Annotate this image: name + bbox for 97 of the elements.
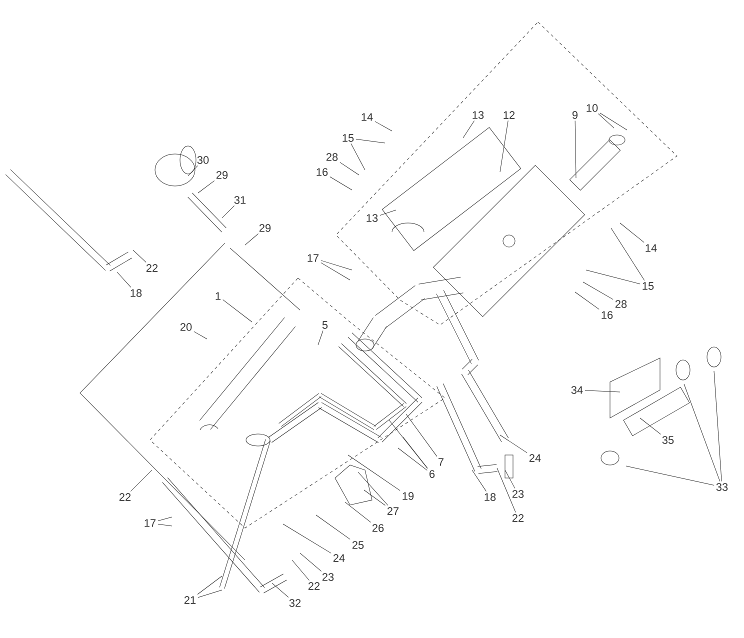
callout-number: 22 <box>512 514 524 522</box>
leader-line <box>574 120 576 178</box>
leader-line <box>600 112 628 130</box>
callout-number: 29 <box>216 171 228 179</box>
leader-line <box>380 210 396 216</box>
leader-line <box>610 228 645 281</box>
callout-number: 16 <box>316 168 328 176</box>
callout-number: 19 <box>402 492 414 500</box>
callout-number: 15 <box>642 282 654 290</box>
callout-number: 22 <box>119 493 131 501</box>
leader-line <box>496 468 516 513</box>
leader-line <box>282 524 332 554</box>
leader-line <box>472 470 486 492</box>
callout-number: 24 <box>333 554 345 562</box>
callout-number: 17 <box>144 519 156 527</box>
callout-number: 28 <box>615 300 627 308</box>
leader-line <box>158 516 172 522</box>
callout-number: 21 <box>184 596 196 604</box>
callout-number: 30 <box>197 156 209 164</box>
callout-number: 6 <box>430 470 435 478</box>
leader-line <box>684 384 720 482</box>
leader-line <box>300 552 322 572</box>
leader-line <box>374 121 392 132</box>
leader-line <box>320 260 352 270</box>
leader-line <box>584 390 620 392</box>
leader-line <box>350 143 366 170</box>
callout-number: 35 <box>662 436 674 444</box>
callout-number: 18 <box>484 493 496 501</box>
callout-number: 34 <box>571 386 583 394</box>
callout-number: 32 <box>289 599 301 607</box>
callout-number: 5 <box>322 321 328 329</box>
leader-line <box>318 330 324 346</box>
leader-line <box>398 448 428 471</box>
leader-line <box>130 470 152 492</box>
callout-number: 14 <box>646 244 657 252</box>
callout-number: 22 <box>146 264 158 272</box>
leader-line <box>356 138 386 144</box>
callout-number: 13 <box>366 214 378 222</box>
leader-line <box>586 270 640 284</box>
callout-number: 10 <box>586 104 598 112</box>
leader-line <box>320 262 350 280</box>
callout-number: 1 <box>216 292 221 300</box>
callout-number: 9 <box>572 111 578 119</box>
callout-number: 26 <box>372 524 384 532</box>
leader-line <box>132 250 146 263</box>
callout-number: 27 <box>387 507 399 515</box>
leader-line <box>340 162 360 176</box>
leader-line <box>500 120 508 172</box>
callout-number: 23 <box>322 573 334 581</box>
leader-line <box>348 454 400 491</box>
leader-line <box>222 299 252 322</box>
leader-line <box>198 180 215 194</box>
leader-line <box>188 165 198 176</box>
leader-line <box>598 113 614 128</box>
callout-number: 15 <box>342 134 354 142</box>
callout-number: 12 <box>504 111 515 119</box>
leader-line <box>197 576 222 595</box>
callout-number: 16 <box>602 311 613 319</box>
callout-number: 24 <box>529 454 541 462</box>
leader-line <box>462 120 475 138</box>
callout-number: 18 <box>130 289 142 297</box>
leader-line <box>330 176 352 190</box>
leader-line <box>198 590 222 598</box>
callout-number: 33 <box>716 483 728 491</box>
leader-line <box>500 434 528 454</box>
leader-line <box>620 222 644 243</box>
leader-line <box>582 282 614 300</box>
leader-line <box>158 524 172 526</box>
leader-line <box>194 331 208 340</box>
leader-line <box>292 560 310 581</box>
callout-number: 29 <box>259 224 271 232</box>
leader-line <box>640 418 662 435</box>
callout-number: 25 <box>352 541 364 549</box>
leader-line <box>244 233 259 246</box>
leader-line <box>402 436 428 469</box>
callout-number: 22 <box>308 582 320 590</box>
callout-number: 28 <box>326 153 338 161</box>
leader-line <box>272 582 289 598</box>
leader-line <box>504 470 516 489</box>
leader-line <box>116 272 132 288</box>
callout-number: 31 <box>234 196 246 204</box>
leader-line <box>364 490 386 506</box>
leader-line <box>574 292 600 310</box>
callout-number: 17 <box>308 254 319 262</box>
callout-number: 23 <box>512 490 524 498</box>
callout-number: 7 <box>438 458 444 466</box>
leader-line <box>388 420 428 469</box>
leader-line <box>316 514 350 540</box>
leader-line <box>222 205 235 218</box>
leader-line <box>344 502 372 523</box>
callout-number: 13 <box>472 111 484 119</box>
leader-line <box>406 414 438 457</box>
leader-line <box>358 472 388 506</box>
leader-line <box>626 466 714 486</box>
leader-line <box>714 370 722 482</box>
callout-number: 20 <box>180 323 192 331</box>
callout-number: 14 <box>362 113 373 121</box>
